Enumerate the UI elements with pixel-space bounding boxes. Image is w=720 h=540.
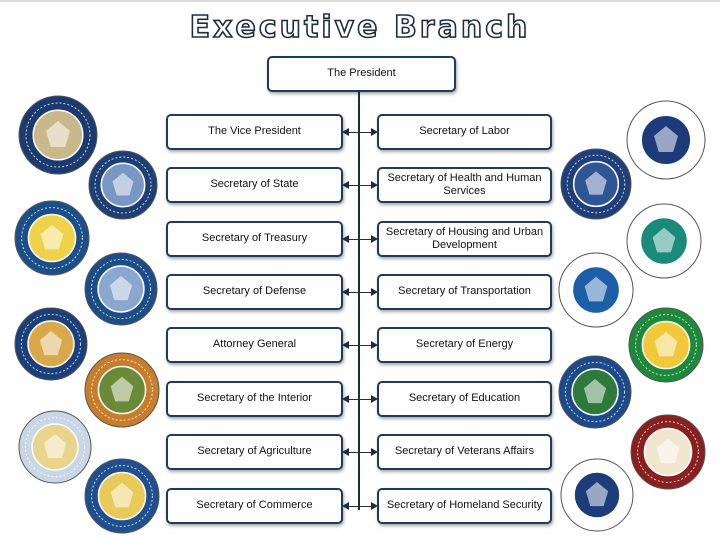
right-connector-arrow-1 xyxy=(360,181,378,189)
left-connector-arrow-1 xyxy=(342,181,358,189)
right-connector-arrow-3 xyxy=(360,288,378,296)
agriculture-seal-icon xyxy=(18,410,92,484)
left-cabinet-box-3: Secretary of Defense xyxy=(166,274,343,310)
labor-seal-icon xyxy=(626,100,706,180)
veterans-affairs-seal-icon xyxy=(630,414,706,490)
state-department-seal-icon xyxy=(88,150,158,220)
right-cabinet-box-2: Secretary of Housing and Urban Developme… xyxy=(377,221,552,257)
page-title: Executive Branch xyxy=(189,9,531,46)
justice-seal-icon xyxy=(14,307,88,381)
right-cabinet-box-3: Secretary of Transportation xyxy=(377,274,552,310)
right-cabinet-box-4: Secretary of Energy xyxy=(377,327,552,363)
top-rule xyxy=(0,0,720,2)
commerce-seal-icon xyxy=(84,458,160,534)
right-cabinet-box-1: Secretary of Health and Human Services xyxy=(377,167,552,203)
right-connector-arrow-2 xyxy=(360,235,378,243)
left-connector-arrow-7 xyxy=(342,502,358,510)
left-cabinet-box-7: Secretary of Commerce xyxy=(166,488,343,524)
right-cabinet-box-5: Secretary of Education xyxy=(377,381,552,417)
left-cabinet-box-4: Attorney General xyxy=(166,327,343,363)
right-connector-arrow-4 xyxy=(360,341,378,349)
right-connector-arrow-0 xyxy=(360,128,378,136)
left-cabinet-box-1: Secretary of State xyxy=(166,167,343,203)
housing-urban-development-seal-icon xyxy=(626,203,702,279)
right-connector-arrow-7 xyxy=(360,502,378,510)
left-connector-arrow-2 xyxy=(342,235,358,243)
right-cabinet-box-7: Secretary of Homeland Security xyxy=(377,488,552,524)
left-cabinet-box-0: The Vice President xyxy=(166,114,343,150)
left-connector-arrow-3 xyxy=(342,288,358,296)
education-seal-icon xyxy=(558,355,632,429)
treasury-seal-icon xyxy=(14,200,90,276)
left-connector-arrow-6 xyxy=(342,448,358,456)
org-chart-trunk-line xyxy=(358,92,360,510)
left-cabinet-box-6: Secretary of Agriculture xyxy=(166,434,343,470)
right-connector-arrow-6 xyxy=(360,448,378,456)
president-box: The President xyxy=(267,56,456,92)
energy-seal-icon xyxy=(628,307,704,383)
health-human-services-seal-icon xyxy=(560,148,632,220)
vice-president-seal-icon xyxy=(18,95,98,175)
right-connector-arrow-5 xyxy=(360,395,378,403)
left-cabinet-box-5: Secretary of the Interior xyxy=(166,381,343,417)
left-connector-arrow-5 xyxy=(342,395,358,403)
homeland-security-seal-icon xyxy=(560,458,634,532)
transportation-seal-icon xyxy=(558,252,634,328)
interior-seal-icon xyxy=(84,352,160,428)
left-connector-arrow-4 xyxy=(342,341,358,349)
left-connector-arrow-0 xyxy=(342,128,358,136)
right-cabinet-box-6: Secretary of Veterans Affairs xyxy=(377,434,552,470)
left-cabinet-box-2: Secretary of Treasury xyxy=(166,221,343,257)
right-cabinet-box-0: Secretary of Labor xyxy=(377,114,552,150)
defense-seal-icon xyxy=(84,252,158,326)
